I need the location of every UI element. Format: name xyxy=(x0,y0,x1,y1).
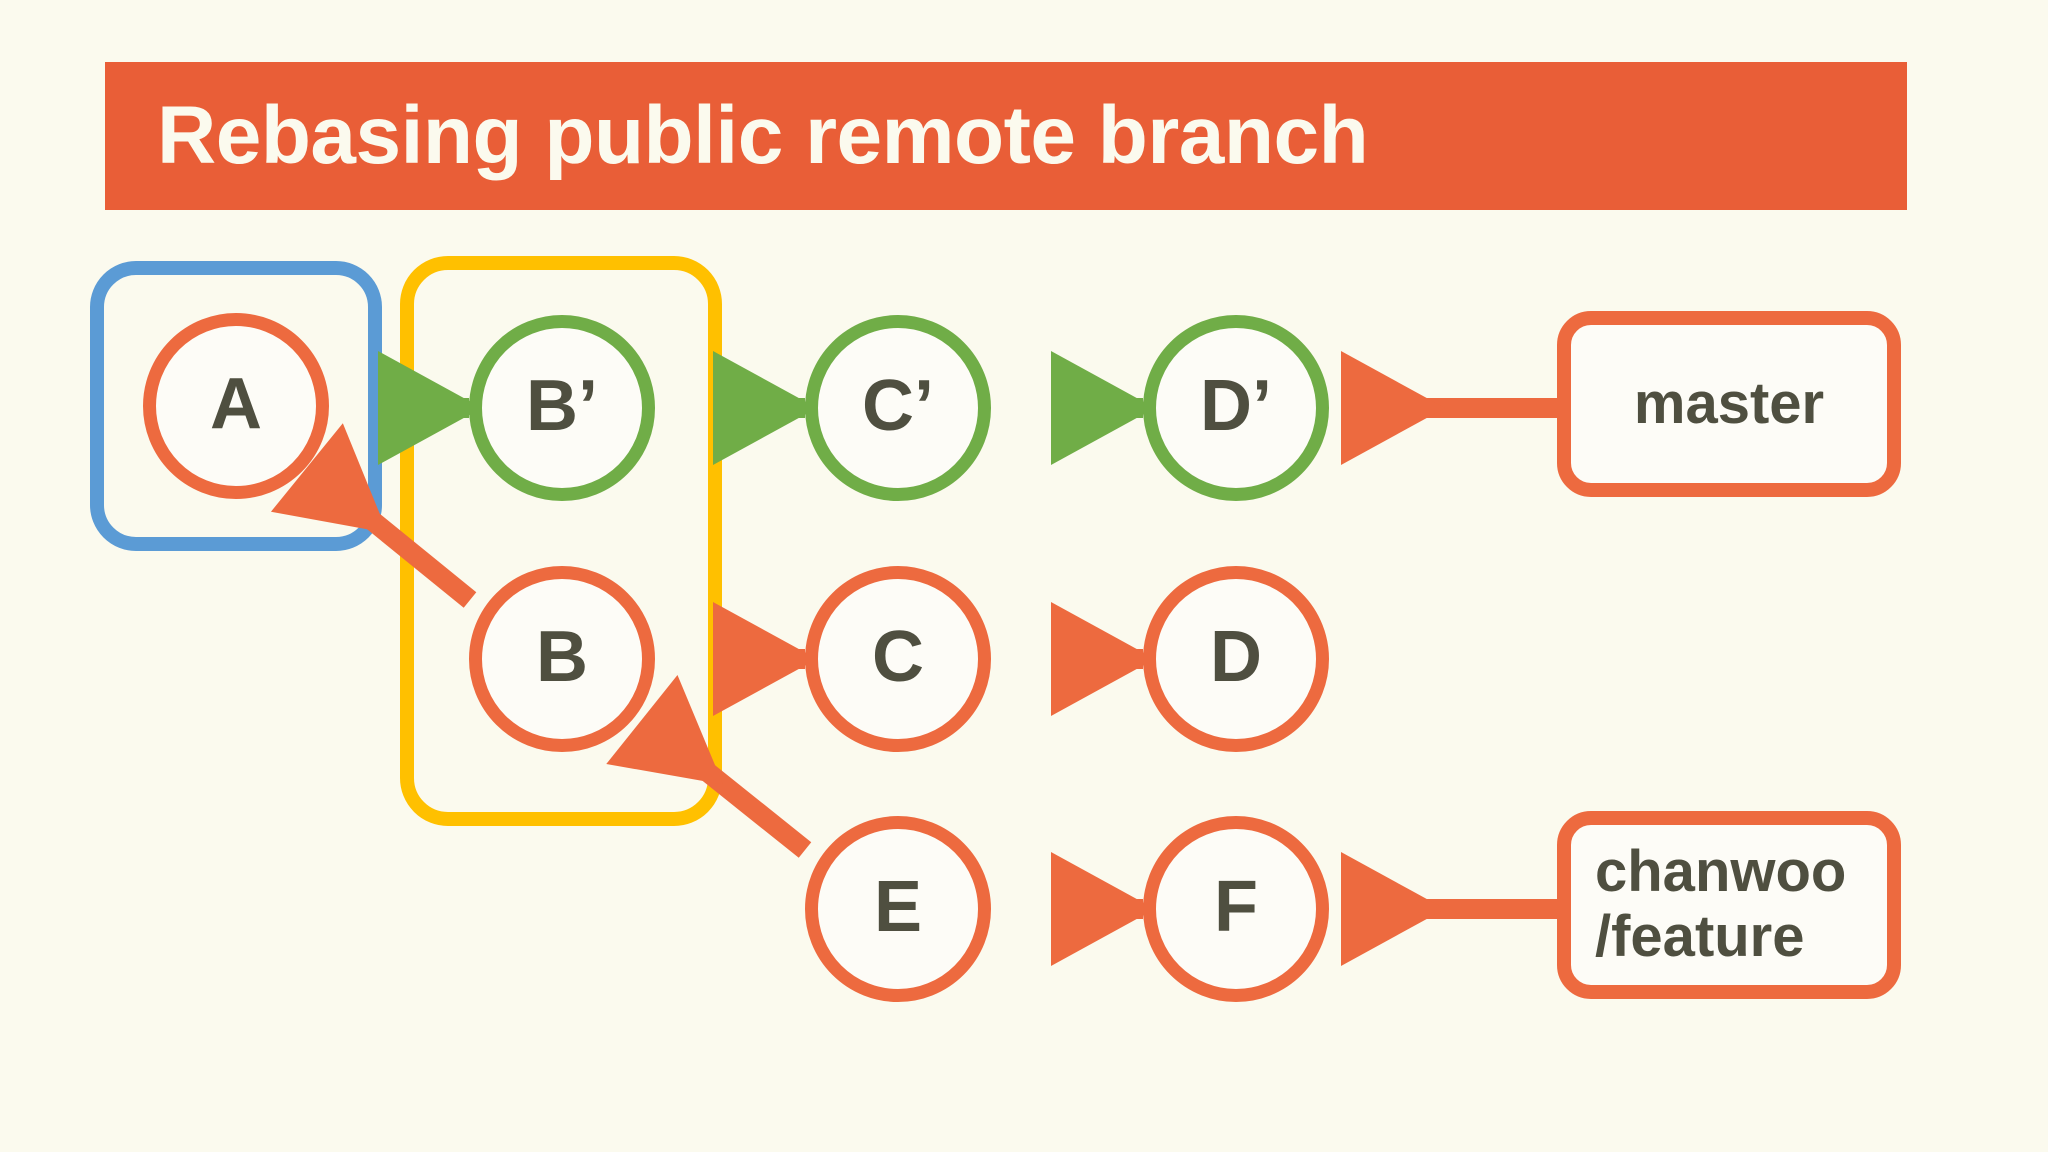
commit-node-f[interactable]: F xyxy=(1143,816,1329,1002)
title-banner: Rebasing public remote branch xyxy=(105,62,1907,210)
commit-node-a[interactable]: A xyxy=(143,313,329,499)
commit-label-b-prime: B’ xyxy=(526,366,598,446)
page-title: Rebasing public remote branch xyxy=(157,90,1369,181)
commit-node-c-prime[interactable]: C’ xyxy=(805,315,991,501)
master-branch-label-text: master xyxy=(1633,370,1825,436)
commit-node-b[interactable]: B xyxy=(469,566,655,752)
commit-label-a: A xyxy=(210,364,262,444)
commit-label-b: B xyxy=(536,617,588,697)
commit-node-b-prime[interactable]: B’ xyxy=(469,315,655,501)
commit-label-e: E xyxy=(873,867,923,947)
feature-branch-label-line2: /feature xyxy=(1595,904,1805,969)
commit-node-c[interactable]: C xyxy=(805,566,991,752)
feature-branch-label-line1: chanwoo xyxy=(1595,839,1847,905)
feature-branch-label[interactable]: chanwoo /feature xyxy=(1557,811,1901,999)
commit-label-d: D xyxy=(1210,617,1262,697)
commit-node-e[interactable]: E xyxy=(805,816,991,1002)
commit-label-d-prime: D’ xyxy=(1200,366,1272,446)
commit-node-d[interactable]: D xyxy=(1143,566,1329,752)
commit-node-d-prime[interactable]: D’ xyxy=(1143,315,1329,501)
commit-label-f: F xyxy=(1214,867,1258,947)
commit-label-c-prime: C’ xyxy=(862,366,934,446)
commit-label-c: C xyxy=(872,617,924,697)
master-branch-label[interactable]: master xyxy=(1557,311,1901,497)
